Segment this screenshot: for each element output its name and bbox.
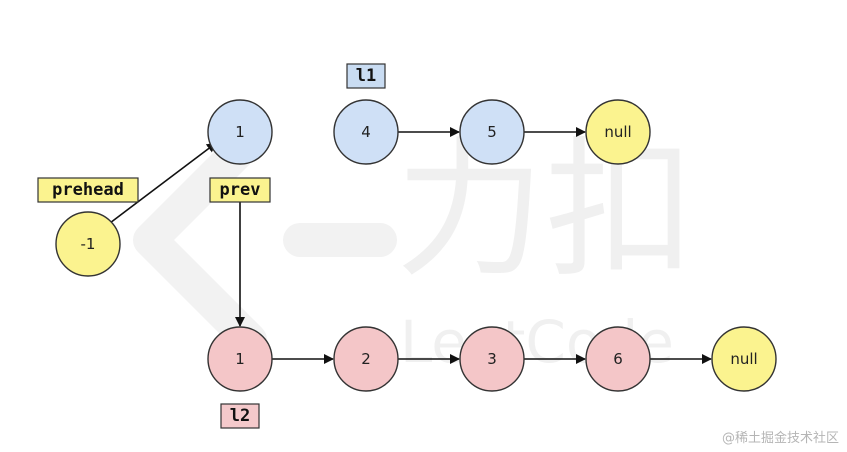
svg-text:5: 5 xyxy=(487,123,497,141)
node-l2-3: 3 xyxy=(459,326,525,392)
svg-text:4: 4 xyxy=(361,123,371,141)
svg-text:-1: -1 xyxy=(81,235,96,253)
svg-text:l1: l1 xyxy=(356,66,376,86)
svg-text:prev: prev xyxy=(220,180,261,200)
node-l2-6: 6 xyxy=(585,326,651,392)
node-l2-null: null xyxy=(711,326,777,392)
watermark-credit: @稀土掘金技术社区 xyxy=(721,431,839,446)
label-prev: prev xyxy=(209,177,271,203)
svg-text:prehead: prehead xyxy=(52,180,124,200)
svg-text:2: 2 xyxy=(361,350,371,368)
node-l1-5: 5 xyxy=(459,99,525,165)
leetcode-logo-icon xyxy=(133,123,397,357)
leetcode-watermark: 力扣 LeetCode xyxy=(133,123,695,376)
node-l2-2: 2 xyxy=(333,326,399,392)
svg-text:null: null xyxy=(604,123,631,141)
watermark-cn: 力扣 xyxy=(395,124,695,298)
label-l1: l1 xyxy=(346,63,386,89)
svg-text:6: 6 xyxy=(613,350,623,368)
svg-text:null: null xyxy=(730,350,757,368)
svg-text:1: 1 xyxy=(235,123,245,141)
node-l1-4: 4 xyxy=(333,99,399,165)
node-l1-null: null xyxy=(585,99,651,165)
node-l2-1: 1 xyxy=(207,326,273,392)
node-l1-1: 1 xyxy=(207,99,273,165)
label-l2: l2 xyxy=(220,403,260,429)
svg-text:1: 1 xyxy=(235,350,245,368)
arrows xyxy=(109,127,712,364)
svg-text:3: 3 xyxy=(487,350,497,368)
arrow-prehead-to-l1-1 xyxy=(109,142,217,224)
label-prehead: prehead xyxy=(37,177,139,203)
node-prehead: -1 xyxy=(55,211,121,277)
svg-text:l2: l2 xyxy=(230,406,250,426)
